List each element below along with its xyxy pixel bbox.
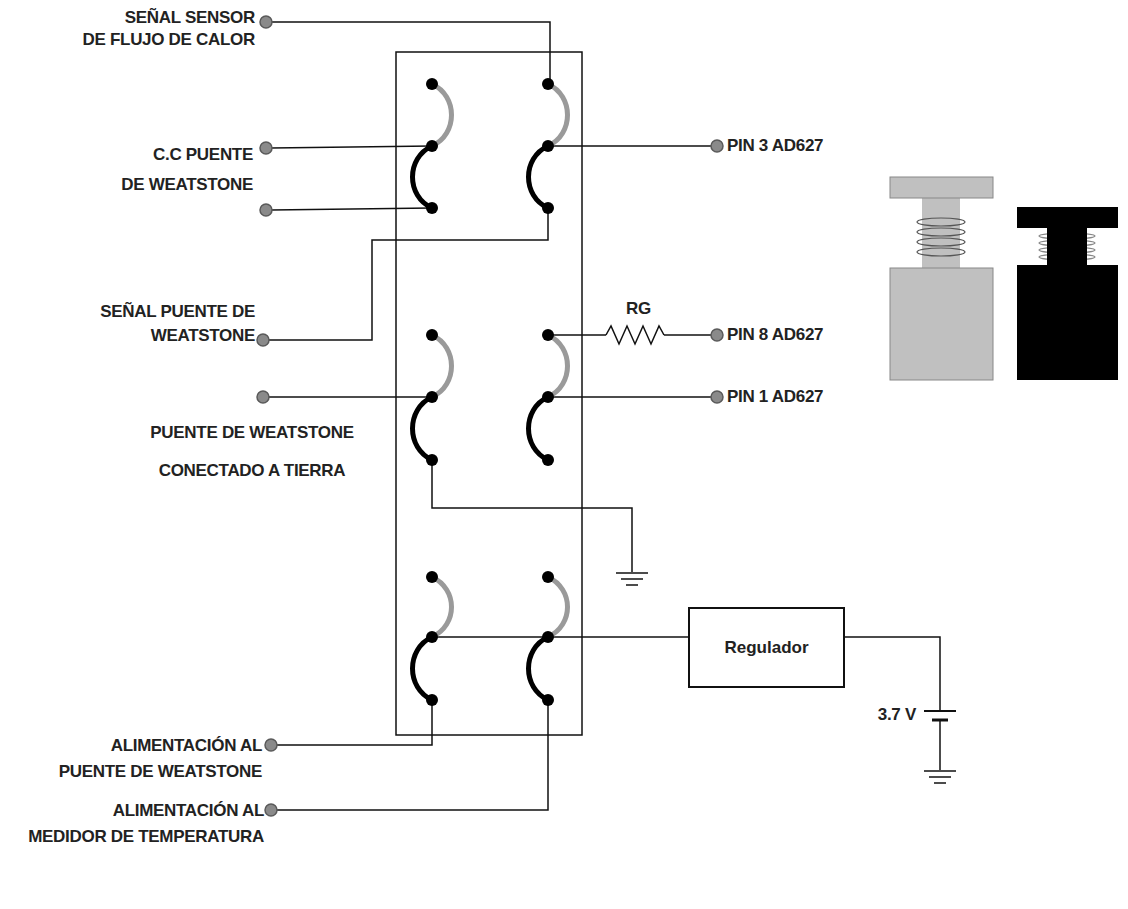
switch-contacts <box>413 78 568 706</box>
switch-housing <box>396 52 582 735</box>
switch-contact <box>542 202 554 214</box>
toggle-switch-black <box>1017 207 1118 380</box>
switch-lever <box>548 577 568 637</box>
switch-lever <box>529 637 549 700</box>
switch-contact <box>426 454 438 466</box>
resistor-symbol <box>606 326 664 344</box>
switch-contact <box>542 329 554 341</box>
switch-lever <box>529 146 549 208</box>
switch-contact <box>426 140 438 152</box>
signal-label: SEÑAL SENSOR DE FLUJO DE CALOR <box>83 7 255 51</box>
switch-lever <box>432 84 452 146</box>
supply-label: ALIMENTACIÓN AL MEDIDOR DE TEMPERATURA <box>28 798 264 850</box>
pin-label: PIN 1 AD627 <box>727 386 823 408</box>
switch-contact <box>426 391 438 403</box>
switch-lever <box>548 335 568 397</box>
regulator-box: Regulador <box>688 607 845 688</box>
signal-label: SEÑAL PUENTE DE WEATSTONE <box>100 300 255 348</box>
voltage-label: 3.7 V <box>878 704 916 726</box>
switch-lever <box>548 84 568 146</box>
switch-lever <box>413 637 433 700</box>
switch-lever <box>432 577 452 637</box>
resistor-label: RG <box>626 298 651 320</box>
signal-label: C.C PUENTE DE WEATSTONE <box>121 140 253 200</box>
switch-lever <box>413 146 433 208</box>
signal-label: PUENTE DE WEATSTONE CONECTADO A TIERRA <box>92 414 412 490</box>
switch-lever <box>529 397 549 460</box>
switch-contact <box>542 454 554 466</box>
pin-label: PIN 8 AD627 <box>727 324 823 346</box>
switch-contact <box>542 391 554 403</box>
switch-contact <box>426 329 438 341</box>
switch-contact <box>542 140 554 152</box>
switch-contact <box>542 571 554 583</box>
switch-lever <box>413 397 433 460</box>
switch-contact <box>542 78 554 90</box>
switch-contact <box>542 631 554 643</box>
supply-label: ALIMENTACIÓN AL PUENTE DE WEATSTONE <box>59 733 262 785</box>
ground-symbol <box>616 573 956 783</box>
wires <box>268 22 940 810</box>
regulator-label: Regulador <box>724 638 808 658</box>
switch-contact <box>426 571 438 583</box>
battery-symbol <box>924 711 956 720</box>
switch-contact <box>426 78 438 90</box>
toggle-switch-grey <box>890 177 993 380</box>
pin-label: PIN 3 AD627 <box>727 135 823 157</box>
switch-lever <box>432 335 452 397</box>
switch-contact <box>426 694 438 706</box>
terminal-dots <box>257 16 723 816</box>
switch-contact <box>426 202 438 214</box>
switch-contact <box>426 631 438 643</box>
switch-contact <box>542 694 554 706</box>
